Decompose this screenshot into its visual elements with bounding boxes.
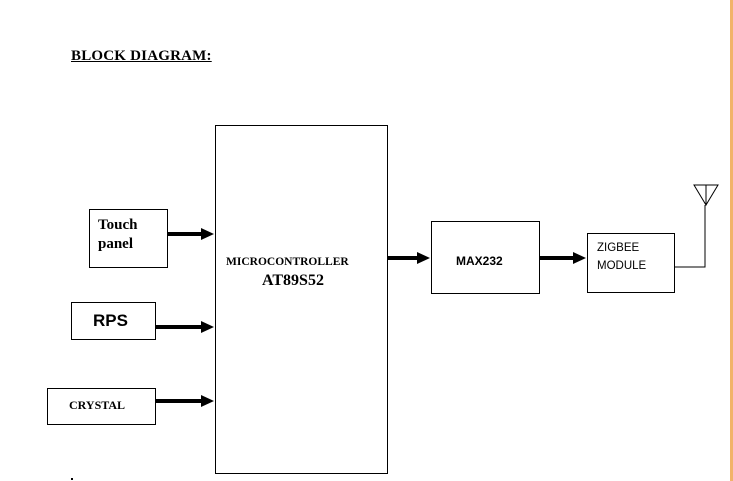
- zigbee-to-antenna-wire: [675, 205, 706, 268]
- crystal-to-mcu-arrowhead: [201, 395, 214, 407]
- antenna-icon: [693, 184, 719, 206]
- max232-block: MAX232: [431, 221, 540, 294]
- zigbee-label-line1: ZIGBEE: [597, 242, 640, 254]
- crystal-label: CRYSTAL: [69, 398, 126, 412]
- mcu-to-max232-arrowhead: [417, 252, 430, 264]
- crystal-block: CRYSTAL: [47, 388, 156, 425]
- zigbee-module-block: ZIGBEE MODULE: [587, 233, 675, 293]
- touch-panel-label-line2: panel: [98, 236, 134, 252]
- max232-label: MAX232: [456, 254, 503, 268]
- max232-to-zigbee-arrowhead: [573, 252, 586, 264]
- microcontroller-label: MICROCONTROLLER: [226, 256, 349, 268]
- microcontroller-model-label: AT89S52: [262, 272, 324, 289]
- diagram-title: BLOCK DIAGRAM:: [71, 48, 212, 64]
- touch-panel-label: Touch panel: [98, 216, 137, 254]
- zigbee-label-line2: MODULE: [597, 260, 647, 272]
- microcontroller-block: MICROCONTROLLER AT89S52: [215, 125, 388, 474]
- touch-panel-label-line1: Touch: [98, 217, 138, 233]
- rps-to-mcu-arrowhead: [201, 321, 214, 333]
- rps-label: RPS: [93, 311, 128, 330]
- stray-dot: [71, 478, 73, 480]
- touch-to-mcu-arrowhead: [201, 228, 214, 240]
- zigbee-module-label: ZIGBEE MODULE: [597, 239, 646, 275]
- rps-block: RPS: [71, 302, 156, 340]
- page-edge-line: [730, 0, 733, 481]
- touch-panel-block: Touch panel: [89, 209, 168, 268]
